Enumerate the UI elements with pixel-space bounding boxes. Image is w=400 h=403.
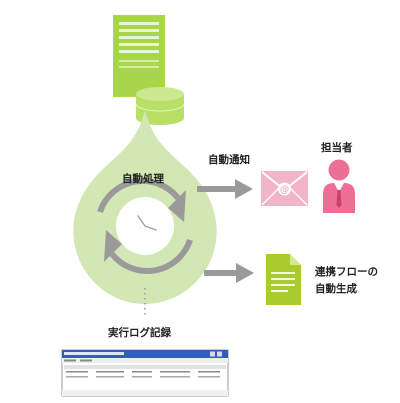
document-icon bbox=[266, 254, 301, 305]
auto-process-label: 自動処理 bbox=[122, 173, 164, 185]
notify-arrow bbox=[197, 179, 253, 199]
generate-arrow bbox=[204, 263, 254, 283]
auto-notify-label: 自動通知 bbox=[208, 154, 250, 166]
flow-generate-label-line2: 自動生成 bbox=[315, 283, 357, 295]
person-icon bbox=[323, 159, 355, 213]
flow-generate-label: 連携フローの 自動生成 bbox=[315, 264, 378, 298]
svg-text:@: @ bbox=[280, 185, 290, 196]
mail-icon: @ bbox=[261, 171, 308, 206]
server-icon bbox=[113, 15, 165, 97]
exec-log-label: 実行ログ記録 bbox=[108, 327, 171, 339]
clock-icon bbox=[116, 197, 174, 255]
flow-generate-label-line1: 連携フローの bbox=[315, 266, 378, 278]
log-window-icon bbox=[61, 349, 229, 397]
cycle-arrows-icon bbox=[97, 178, 193, 274]
person-in-charge-label: 担当者 bbox=[321, 142, 353, 154]
database-icon bbox=[135, 87, 185, 125]
